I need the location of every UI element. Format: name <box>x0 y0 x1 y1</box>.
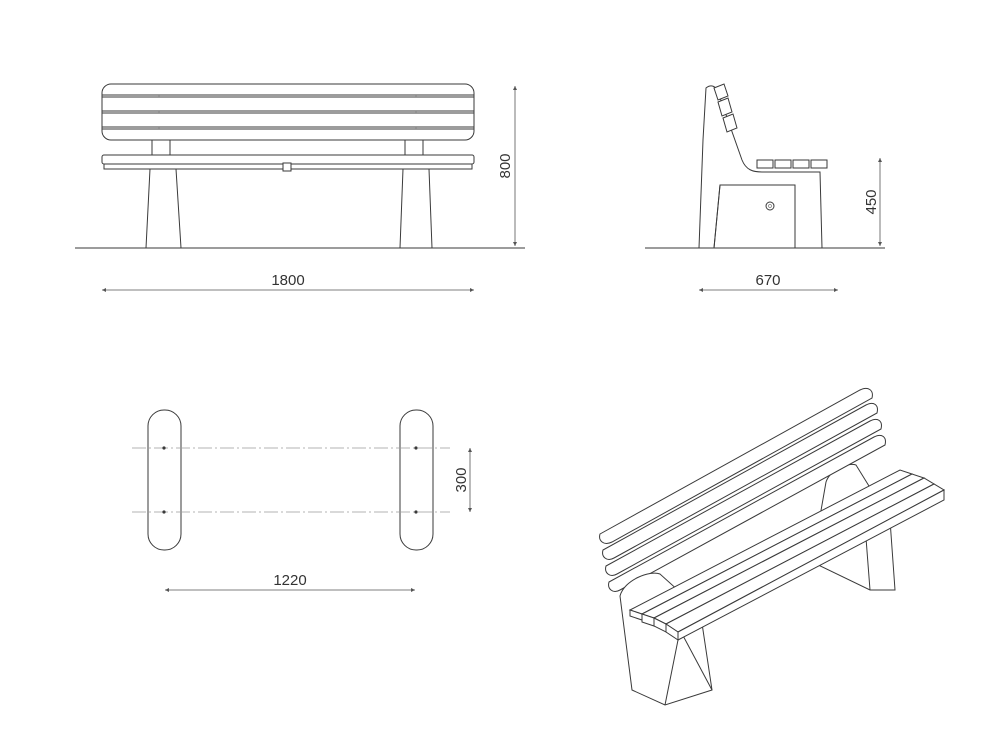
plan-depth-label: 300 <box>453 467 470 492</box>
side-elevation-view: 450 670 <box>645 83 885 292</box>
iso-seat-slats <box>628 469 946 641</box>
front-width-label: 1800 <box>271 272 304 289</box>
front-backrest-support-right <box>404 139 424 157</box>
side-seat-slats <box>756 159 828 169</box>
front-elevation-view: 800 1800 <box>75 83 525 292</box>
front-height-label: 800 <box>497 153 514 178</box>
plan-foot-right <box>399 409 434 551</box>
side-backrest-slats <box>713 83 738 133</box>
front-center-bracket <box>282 162 292 172</box>
plan-view: 300 1220 <box>132 409 472 592</box>
front-leg-right <box>399 168 433 249</box>
front-backrest <box>101 83 475 141</box>
iso-backrest-slats <box>599 387 886 592</box>
side-height-label: 450 <box>863 189 880 214</box>
front-backrest-support-left <box>151 139 171 157</box>
side-depth-label: 670 <box>755 272 780 289</box>
front-leg-left <box>145 168 182 249</box>
isometric-view <box>599 387 946 706</box>
side-bolt <box>765 201 775 211</box>
plan-foot-left <box>147 409 182 551</box>
plan-width-label: 1220 <box>273 572 306 589</box>
